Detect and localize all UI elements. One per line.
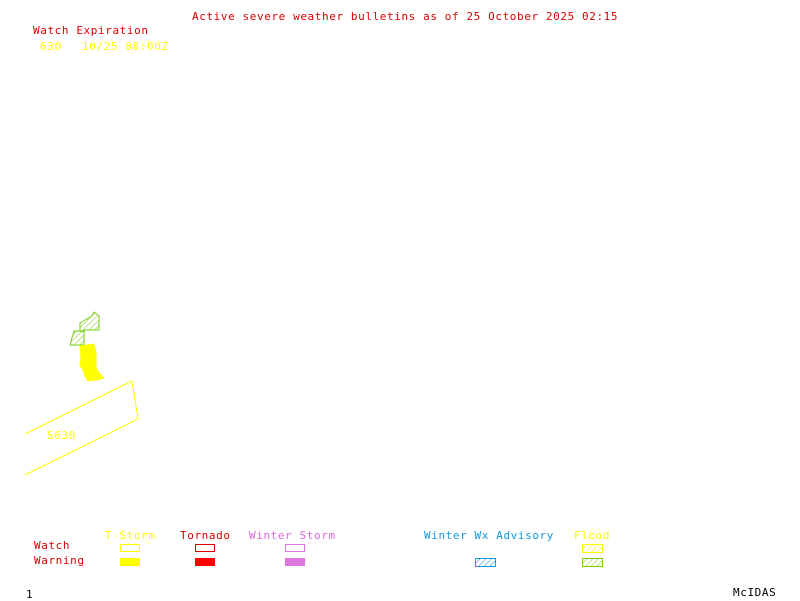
- legend-winter-storm-watch-swatch: [285, 544, 305, 552]
- watch-expiration-id: 630: [40, 40, 62, 53]
- legend-tstorm-warning-swatch: [120, 558, 140, 566]
- watch-expiration-time: 10/25 08:00Z: [82, 40, 169, 53]
- watch-box-label: S630: [47, 429, 76, 442]
- legend-tstorm-label: T-Storm: [105, 529, 156, 542]
- legend-winter-wx-advisory-label: Winter Wx Advisory: [424, 529, 555, 542]
- bulletin-title: Active severe weather bulletins as of 25…: [192, 10, 619, 23]
- legend-winter-storm-warning-swatch: [285, 558, 305, 566]
- legend-flood-label: Flood: [574, 529, 611, 542]
- flood-warning-polygon[interactable]: [69, 330, 85, 346]
- frame-number: 1: [26, 588, 34, 601]
- tstorm-watch-box[interactable]: [24, 380, 139, 476]
- watch-expiration-heading: Watch Expiration: [33, 24, 149, 37]
- legend-tornado-watch-swatch: [195, 544, 215, 552]
- legend-winter-wx-advisory-swatch: [475, 558, 496, 567]
- legend-tornado-label: Tornado: [180, 529, 231, 542]
- legend-tstorm-watch-swatch: [120, 544, 140, 552]
- legend-tornado-warning-swatch: [195, 558, 215, 566]
- legend-winter-storm-label: Winter Storm: [249, 529, 336, 542]
- legend-flood-watch-swatch: [582, 544, 603, 553]
- software-label: McIDAS: [733, 586, 777, 599]
- flood-warning-polygon[interactable]: [79, 311, 100, 333]
- legend-flood-warning-swatch: [582, 558, 603, 567]
- legend-row-warning: Warning: [34, 554, 85, 567]
- legend-row-watch: Watch: [34, 539, 71, 552]
- tstorm-warning-polygon[interactable]: [79, 343, 105, 382]
